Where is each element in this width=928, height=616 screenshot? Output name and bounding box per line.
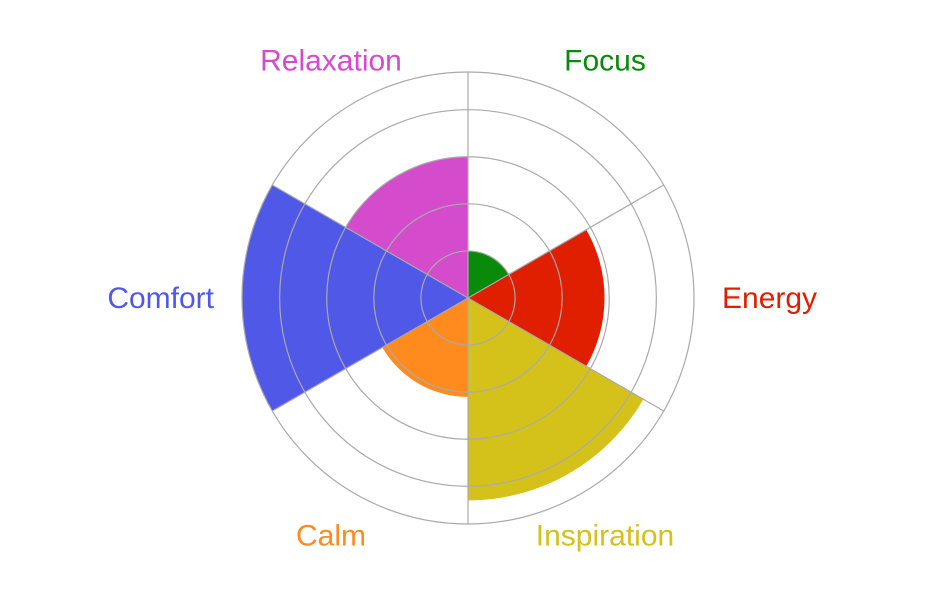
grid-spoke-6 — [271, 184, 469, 299]
sector-group — [242, 156, 644, 501]
sector-calm — [382, 298, 468, 397]
grid-group — [241, 71, 695, 525]
label-inspiration: Inspiration — [536, 519, 674, 552]
grid-spoke-2 — [467, 184, 665, 299]
grid-spoke-3 — [467, 297, 665, 412]
label-comfort: Comfort — [107, 282, 214, 315]
label-focus: Focus — [564, 45, 646, 78]
sector-inspiration — [468, 298, 644, 501]
label-relaxation: Relaxation — [260, 45, 402, 78]
label-energy: Energy — [722, 282, 817, 315]
sector-comfort — [242, 185, 468, 411]
sector-energy — [468, 229, 605, 367]
grid-spoke-5 — [271, 297, 469, 412]
label-calm: Calm — [296, 519, 366, 552]
